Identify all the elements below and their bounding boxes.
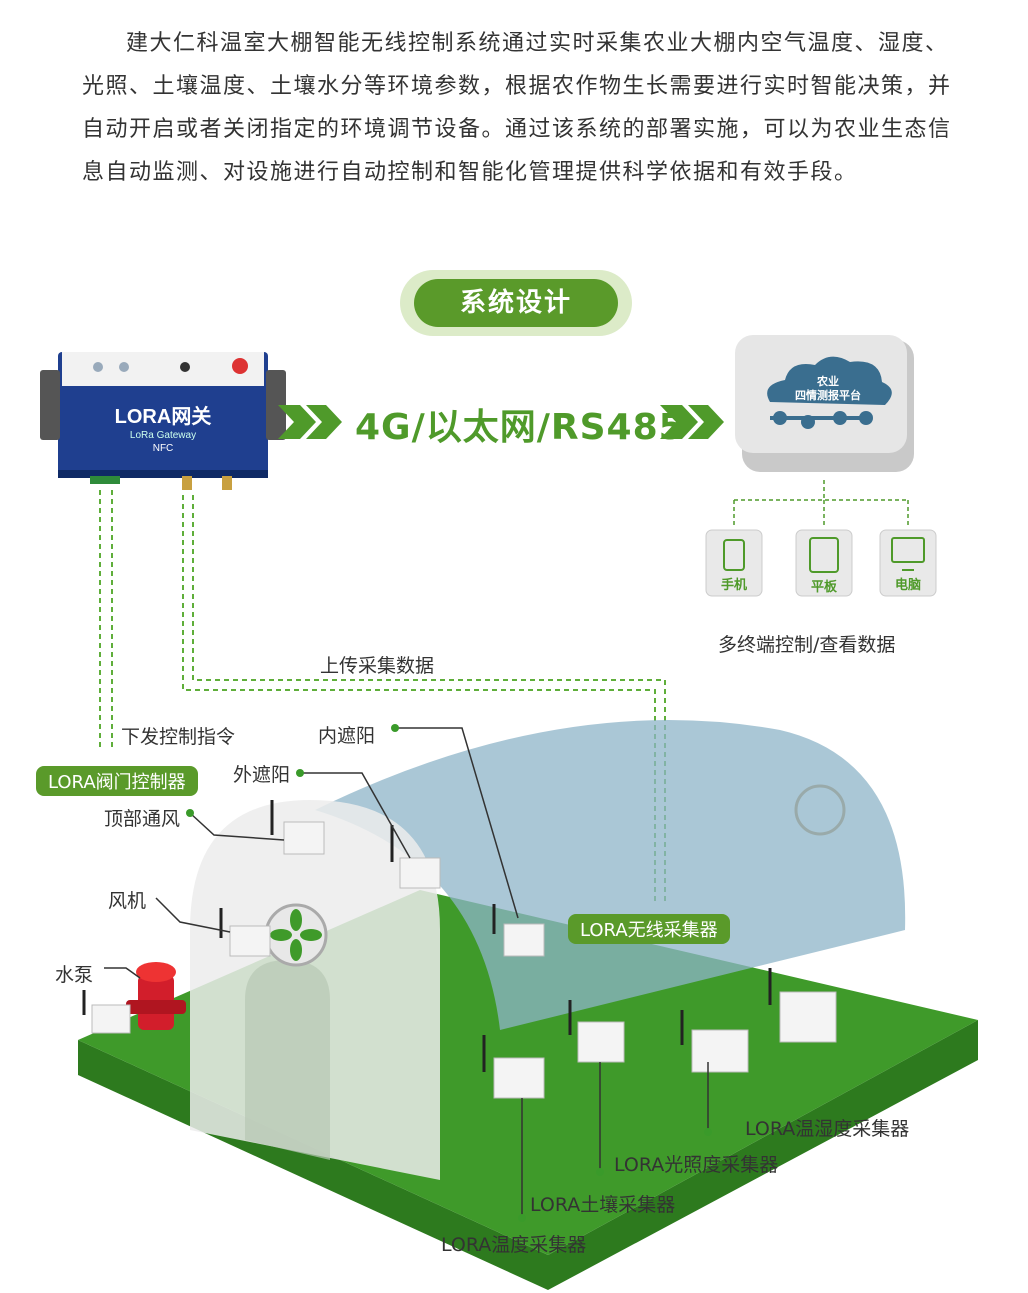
device-tablet bbox=[795, 529, 853, 597]
tablet-icon bbox=[809, 537, 839, 573]
section-title-pill: 系统设计 bbox=[400, 270, 632, 336]
label-temp-humidity-sensor: LORA温湿度采集器 bbox=[745, 1118, 910, 1140]
greenhouse bbox=[190, 720, 906, 1180]
water-pump bbox=[126, 962, 186, 1030]
protocol-label: 4G/以太网/RS485 bbox=[355, 407, 685, 448]
device-label-phone: 手机 bbox=[720, 578, 747, 593]
label-inner-shade: 内遮阳 bbox=[318, 725, 376, 747]
sensor-boxes bbox=[91, 821, 837, 1099]
device-label-computer: 电脑 bbox=[894, 578, 921, 593]
wireless-collector-tag: LORA无线采集器 bbox=[568, 914, 730, 944]
lora-gateway: LORA网关 LoRa Gateway NFC bbox=[40, 352, 286, 490]
leader-lines bbox=[104, 727, 709, 1218]
intro-paragraph: 建大仁科温室大棚智能无线控制系统通过实时采集农业大棚内空气温度、湿度、光照、土壤… bbox=[82, 31, 952, 185]
gateway-name: LORA网关 bbox=[115, 404, 212, 428]
sensor-antennas bbox=[82, 800, 772, 1072]
command-label: 下发控制指令 bbox=[121, 726, 236, 748]
gateway-nfc: NFC bbox=[153, 443, 174, 454]
arrow-left-icon bbox=[278, 405, 342, 439]
cloud-label-2: 四情测报平台 bbox=[795, 388, 861, 402]
label-fan: 风机 bbox=[108, 890, 147, 912]
devices-caption: 多终端控制/查看数据 bbox=[718, 634, 896, 656]
section-title: 系统设计 bbox=[414, 279, 618, 327]
gateway-subname: LoRa Gateway bbox=[130, 430, 196, 441]
command-flow-path bbox=[99, 490, 113, 750]
label-temperature-sensor: LORA温度采集器 bbox=[441, 1234, 587, 1256]
cloud-label-1: 农业 bbox=[816, 374, 839, 388]
monitor-icon bbox=[891, 537, 925, 563]
leader-dots bbox=[186, 724, 712, 1222]
device-computer bbox=[879, 529, 937, 597]
device-phone bbox=[705, 529, 763, 597]
phone-icon bbox=[723, 539, 745, 571]
label-outer-shade: 外遮阳 bbox=[233, 764, 291, 786]
device-label-tablet: 平板 bbox=[810, 580, 837, 595]
label-soil-sensor: LORA土壤采集器 bbox=[530, 1194, 676, 1216]
device-tree-lines bbox=[733, 480, 909, 528]
arrow-right-icon bbox=[660, 405, 724, 439]
label-water-pump: 水泵 bbox=[55, 964, 94, 986]
upload-label: 上传采集数据 bbox=[320, 655, 435, 677]
label-light-sensor: LORA光照度采集器 bbox=[614, 1154, 779, 1176]
valve-controller-tag: LORA阀门控制器 bbox=[36, 766, 198, 796]
label-top-vent: 顶部通风 bbox=[104, 808, 181, 830]
fan-icon bbox=[270, 909, 322, 961]
cloud-platform: 农业 四情测报平台 bbox=[735, 335, 914, 472]
